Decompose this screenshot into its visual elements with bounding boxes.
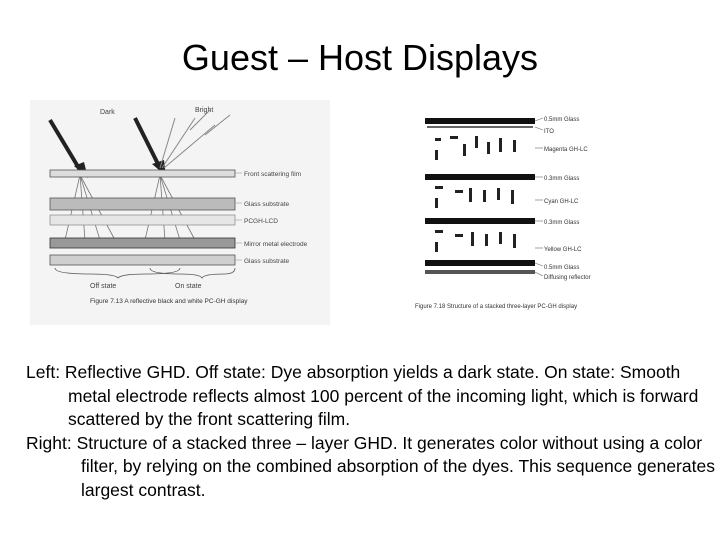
label-mirror-metal-electrode: Mirror metal electrode xyxy=(244,241,308,248)
label-ito: ITO xyxy=(544,129,554,135)
description: Left: Reflective GHD. Off state: Dye abs… xyxy=(26,361,716,502)
slide-title: Guest – Host Displays xyxy=(181,37,539,78)
label-glass-substrate-bottom: Glass substrate xyxy=(244,258,290,265)
label-glass-mid1: 0.3mm Glass xyxy=(544,176,579,182)
glass-substrate-bottom xyxy=(49,254,236,266)
description-right: Right: Structure of a stacked three – la… xyxy=(26,432,715,500)
stack-layers xyxy=(425,118,535,274)
dye-molecules xyxy=(435,136,516,252)
glass-mid2-layer xyxy=(425,218,535,224)
glass-mid1-layer xyxy=(425,174,535,180)
label-front-scattering-film: Front scattering film xyxy=(244,171,301,178)
label-on-state: On state xyxy=(175,283,202,290)
label-glass-top: 0.5mm Glass xyxy=(544,117,579,123)
leader-lines xyxy=(235,172,242,261)
mirror-metal-electrode xyxy=(49,237,236,249)
front-scattering-film xyxy=(49,169,236,178)
label-glass-bottom: 0.5mm Glass xyxy=(544,265,579,271)
stacked-ghd-figure: 0.5mm Glass ITO Magenta GH-LC 0.3mm Glas… xyxy=(395,108,615,318)
diffusing-reflector-layer xyxy=(425,270,535,274)
figure-background xyxy=(395,108,615,318)
display-layers xyxy=(49,169,236,266)
label-glass-substrate-top: Glass substrate xyxy=(244,201,290,208)
description-left: Left: Reflective GHD. Off state: Dye abs… xyxy=(26,362,699,429)
figure-right-caption: Figure 7.18 Structure of a stacked three… xyxy=(415,304,577,310)
pcgh-lcd-layer xyxy=(49,214,236,226)
label-yellow: Yellow GH-LC xyxy=(544,247,582,253)
label-off-state: Off state xyxy=(90,283,116,290)
figure-left-caption: Figure 7.13 A reflective black and white… xyxy=(90,298,248,305)
glass-substrate-top xyxy=(49,197,236,211)
label-glass-mid2: 0.3mm Glass xyxy=(544,220,579,226)
label-cyan: Cyan GH-LC xyxy=(544,199,579,205)
reflective-ghd-figure: Dark Bright Front scattering film Glass xyxy=(30,100,330,325)
label-bright: Bright xyxy=(195,107,213,114)
glass-bottom-layer xyxy=(425,260,535,266)
label-diffusing-reflector: Diffusing reflector xyxy=(544,275,591,281)
glass-top-layer xyxy=(425,118,535,124)
label-pcgh-lcd: PCGH-LCD xyxy=(244,218,278,225)
on-state-brace xyxy=(149,267,236,279)
label-dark: Dark xyxy=(100,109,115,116)
ito-layer xyxy=(427,126,533,128)
leader-lines xyxy=(534,117,544,277)
label-magenta: Magenta GH-LC xyxy=(544,147,588,153)
